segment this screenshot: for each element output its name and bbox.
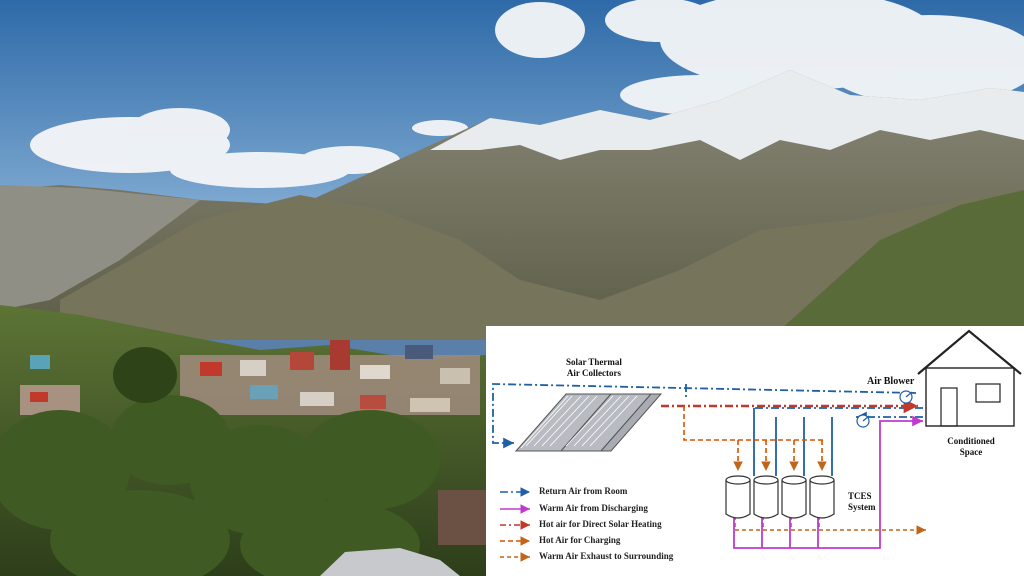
collector-label: Solar Thermal Air Collectors [566,357,622,378]
legend-swatches [500,487,530,562]
air-blower-icon [856,390,913,428]
legend-label: Return Air from Room [539,486,628,496]
legend-label: Hot Air for Charging [539,535,621,545]
village [20,340,480,415]
tree-canopy [0,347,440,576]
charging-lines [683,406,827,471]
legend-item: Return Air from Room [486,486,726,500]
left-ridge [0,185,200,310]
legend-label: Warm Air Exhaust to Surrounding [539,551,674,561]
rooftop [320,548,460,576]
air-blower-label: Air Blower [867,376,915,387]
right-slope [780,190,1024,340]
legend-item: Warm Air from Discharging [486,503,726,517]
legend-item: Hot Air for Charging [486,535,726,549]
legend-item: Hot air for Direct Solar Heating [486,519,726,533]
solar-collectors [514,393,663,452]
snow-caps [430,70,1024,160]
tces-schematic-diagram: Solar Thermal Air Collectors Air Blower … [486,326,1024,576]
schematic-drawing [492,329,1022,562]
house-icon [917,329,1022,427]
legend-item: Warm Air Exhaust to Surrounding [486,551,726,565]
return-air-lines [492,383,923,449]
tces-system-label: TCES System [848,491,876,512]
mid-ridge [60,190,1024,340]
tces-canisters [725,475,835,519]
legend-label: Warm Air from Discharging [539,503,648,513]
conditioned-space-label: Conditioned Space [947,436,995,457]
tces-inlet-lines [753,408,833,476]
legend-label: Hot air for Direct Solar Heating [539,519,662,529]
house-wall [438,490,486,545]
